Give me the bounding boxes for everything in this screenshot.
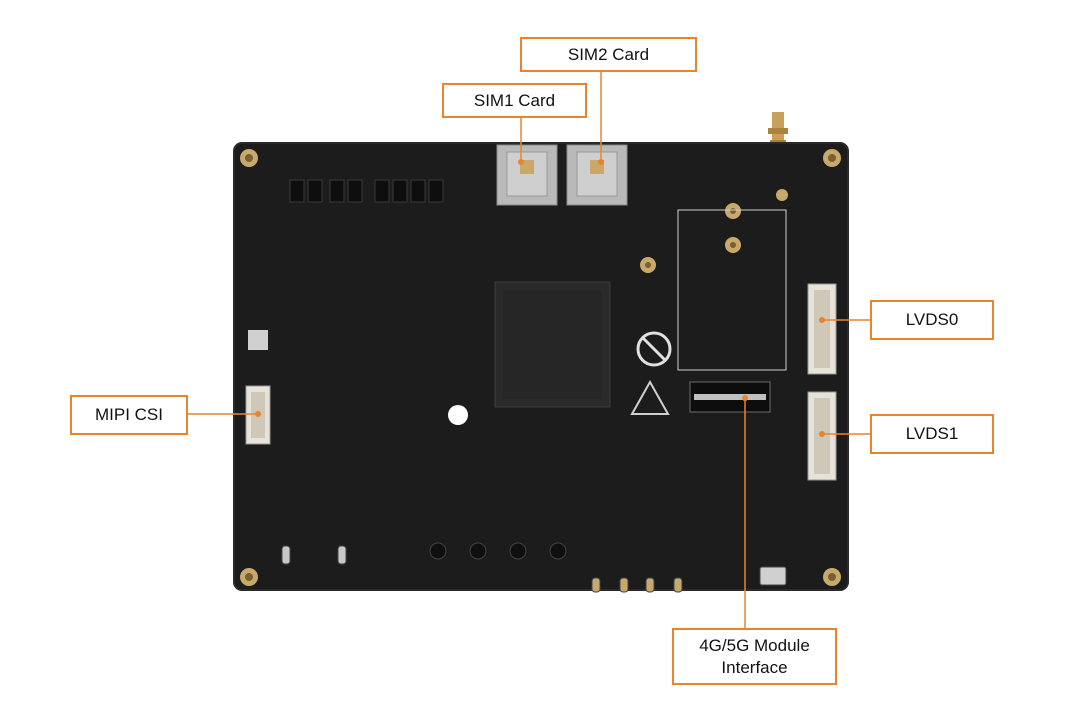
lvds1-text: LVDS1 [905, 424, 959, 444]
leader-dots [255, 159, 825, 437]
lvds0-text: LVDS0 [905, 310, 959, 330]
bottom-components [281, 542, 787, 593]
leader-lines [188, 70, 870, 629]
sim-slots [496, 144, 628, 206]
module-interface-line1: 4G/5G Module [699, 636, 810, 656]
sim2-card-label: SIM2 Card [520, 37, 697, 72]
module-interface-label: 4G/5G Module Interface [672, 628, 837, 685]
sim2-card-text: SIM2 Card [567, 44, 650, 64]
lvds0-label: LVDS0 [870, 300, 994, 340]
sim1-card-label: SIM1 Card [442, 83, 587, 118]
sim1-card-text: SIM1 Card [473, 90, 556, 110]
module-area [630, 209, 787, 415]
mipi-csi-text: MIPI CSI [94, 405, 163, 425]
lvds1-label: LVDS1 [870, 414, 994, 454]
top-components [289, 179, 444, 203]
mounting-holes [240, 149, 841, 586]
soc-module [494, 281, 611, 408]
mipi-csi-label: MIPI CSI [70, 395, 188, 435]
qr-code [248, 330, 268, 350]
lvds-connectors [807, 283, 837, 481]
module-interface-line2: Interface [721, 657, 788, 677]
